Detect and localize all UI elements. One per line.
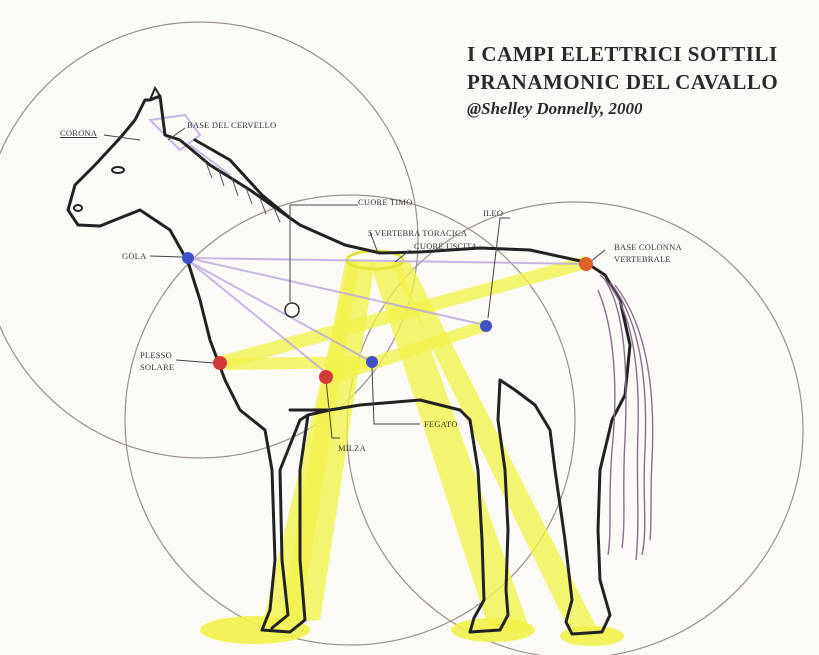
label-ileo: ILEO — [483, 208, 503, 218]
ileum-point — [480, 320, 492, 332]
label-vertebra-toracica: 5 VERTEBRA TORACICA — [368, 228, 467, 238]
label-fegato: FEGATO — [424, 419, 458, 429]
aura-lines — [150, 115, 590, 376]
head-field-circle — [0, 22, 418, 458]
title-line-1: I CAMPI ELETTRICI SOTTILI — [467, 40, 778, 68]
spine-base-point — [579, 257, 593, 271]
solar-plexus-point — [213, 356, 227, 370]
title-line-2: PRANAMONIC DEL CAVALLO — [467, 68, 778, 96]
eye-icon — [112, 167, 124, 173]
horse-face-details — [74, 88, 160, 211]
label-plesso-2: SOLARE — [140, 362, 174, 372]
label-base-colonna-1: BASE COLONNA — [614, 242, 682, 252]
label-base-cervello: BASE DEL CERVELLO — [187, 120, 276, 130]
nostril-icon — [74, 205, 82, 211]
label-cuore-uscita: CUORE USCITA — [414, 241, 477, 251]
label-milza: MILZA — [338, 443, 366, 453]
throat-point — [182, 252, 194, 264]
label-corona: CORONA — [60, 128, 97, 138]
label-gola: GOLA — [122, 251, 146, 261]
author-credit: @Shelley Donnelly, 2000 — [467, 96, 778, 122]
label-base-colonna-2: VERTEBRALE — [614, 254, 671, 264]
diagram-title: I CAMPI ELETTRICI SOTTILI PRANAMONIC DEL… — [467, 40, 778, 122]
liver-point — [366, 356, 378, 368]
thymus-heart-point — [285, 303, 299, 317]
spleen-point — [319, 370, 333, 384]
label-plesso-1: PLESSO — [140, 350, 172, 360]
label-cuore-timo: CUORE TIMO — [358, 197, 413, 207]
